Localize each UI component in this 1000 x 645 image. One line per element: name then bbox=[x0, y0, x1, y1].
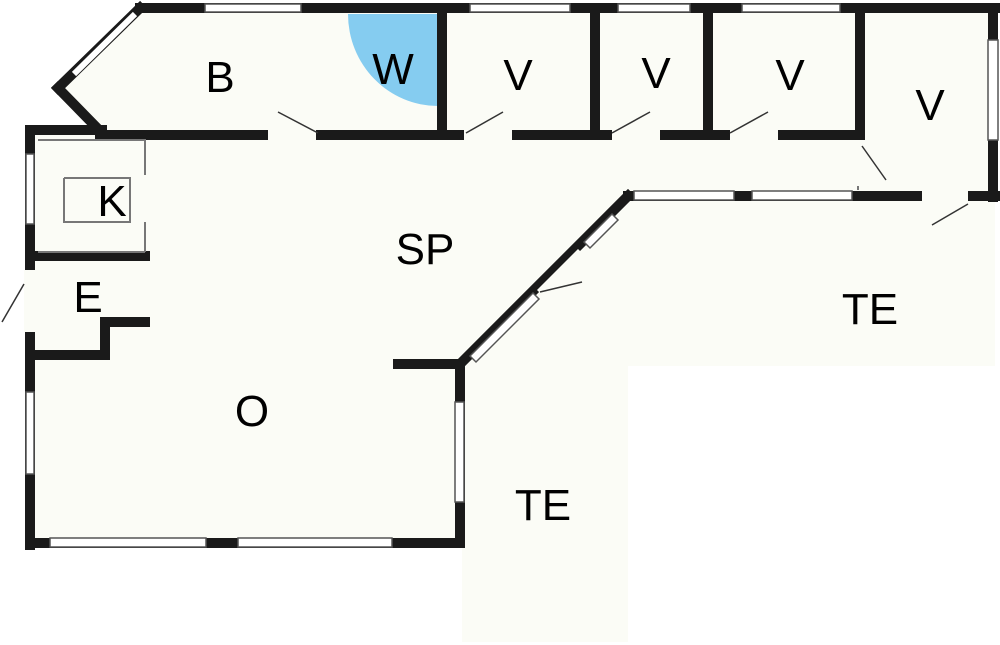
room-label-terrace-east: TE bbox=[842, 285, 898, 334]
room-labels: B W V V V V K SP E O TE TE bbox=[73, 45, 945, 530]
room-label-bedroom-1: V bbox=[503, 51, 533, 100]
room-label-bedroom-3: V bbox=[775, 51, 805, 100]
room-label-wardrobe: W bbox=[372, 45, 414, 94]
house-floor bbox=[32, 8, 995, 542]
room-label-kitchen: K bbox=[97, 177, 126, 226]
room-label-terrace-south: TE bbox=[515, 481, 571, 530]
terrace-floor bbox=[462, 198, 995, 642]
bathroom-window bbox=[71, 11, 138, 77]
room-label-bathroom: B bbox=[205, 53, 234, 102]
windows bbox=[25, 3, 999, 548]
wardrobe-swing bbox=[348, 14, 438, 106]
door-openings bbox=[24, 130, 968, 332]
room-label-bedroom-4: V bbox=[915, 81, 945, 130]
room-label-bedroom-2: V bbox=[641, 49, 671, 98]
room-label-entrance: E bbox=[73, 273, 102, 322]
room-label-dining: SP bbox=[396, 225, 455, 274]
room-label-living: O bbox=[235, 387, 269, 436]
counter-outlines bbox=[38, 139, 859, 253]
floor-fills bbox=[32, 8, 995, 642]
door-leaves bbox=[1, 111, 969, 323]
